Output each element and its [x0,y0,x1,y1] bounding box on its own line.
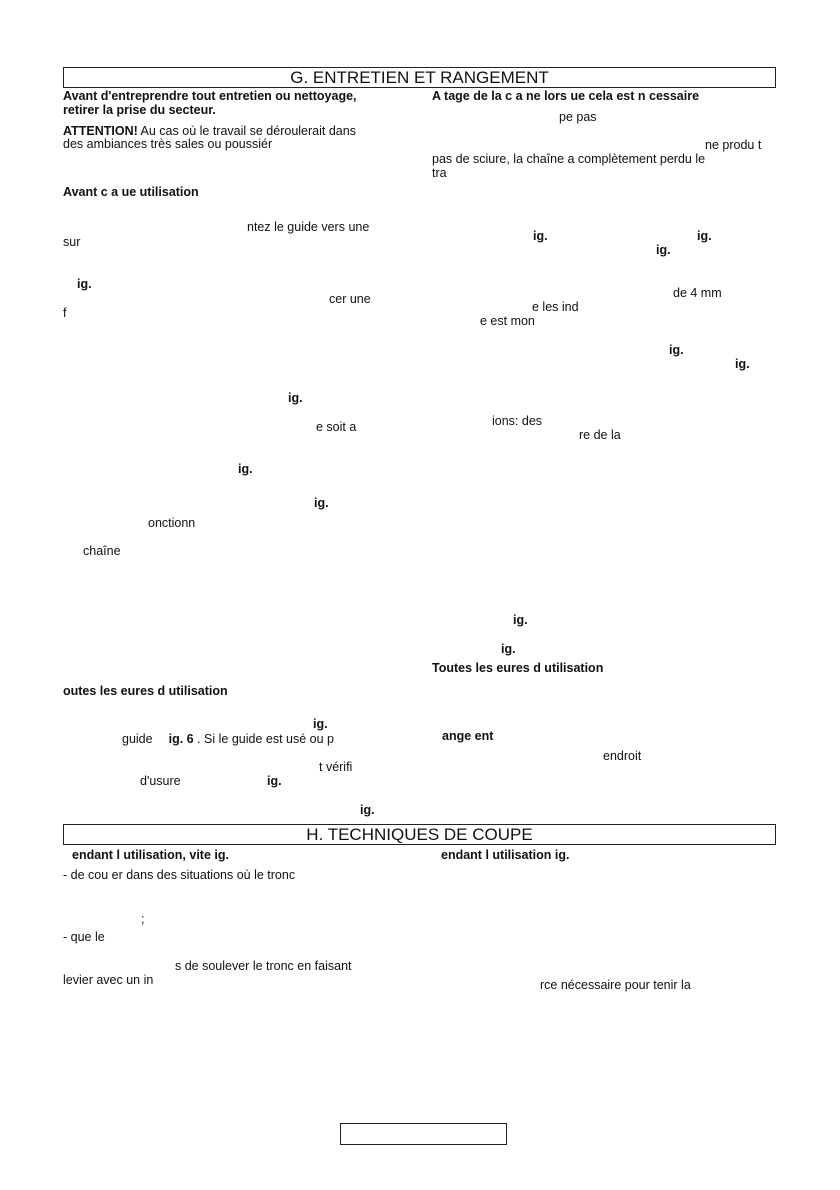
text-fragment: ; [141,912,145,926]
text-fragment: tra [432,166,447,180]
heading-pendant-utilisation: endant l utilisation, vite ig. [72,848,229,862]
text-fragment: ions: des [492,414,543,428]
section-g-title: G. ENTRETIEN ET RANGEMENT [63,67,776,88]
text-fragment: guide [122,732,153,746]
text-fragment: ntez le guide vers une [247,220,370,234]
text-fragment: cer une [329,292,371,306]
fig-ref: ig. [697,229,712,243]
text-fragment: rce nécessaire pour tenir la [540,978,691,992]
fig-ref: ig. [314,496,329,510]
guide-line: guide ig. 6 . Si le guide est usé ou p [122,732,334,746]
fig-ref: ig. [656,243,671,257]
heading-toutes-les-heures: outes les eures d utilisation [63,684,228,698]
fig-ref: ig. [267,774,282,788]
text-fragment: s de soulever le tronc en faisant [175,959,352,973]
text-fragment: - que le [63,930,105,944]
heading-avant-chaque-utilisation: Avant c a ue utilisation [63,185,199,199]
warning-line-2: retirer la prise du secteur. [63,103,216,117]
text-fragment: t vérifi [319,760,353,774]
fig-ref: ig. 6 [168,732,194,746]
page-number-box [340,1123,507,1145]
fig-ref: ig. [669,343,684,357]
text-fragment: - de cou er dans des situations où le tr… [63,868,296,882]
text-fragment: onctionn [148,516,196,530]
warning-line-1: Avant d'entreprendre tout entretien ou n… [63,89,357,103]
text-fragment: re de la [579,428,621,442]
text-fragment: pe pas [559,110,597,124]
text-fragment: levier avec un in [63,973,154,987]
text-fragment: ne produ t [705,138,762,152]
attention-label: ATTENTION! [63,124,138,138]
fig-ref: ig. [77,277,92,291]
section-h-title: H. TECHNIQUES DE COUPE [63,824,776,845]
attention-text-2: des ambiances très sales ou poussiér [63,137,273,151]
fig-ref: ig. [313,717,328,731]
attention-text: Au cas où le travail se déroulerait dans [137,124,356,138]
text-fragment: d'usure [140,774,181,788]
text-fragment: . Si le guide est usé ou p [193,732,334,746]
text-fragment: pas de sciure, la chaîne a complètement … [432,152,706,166]
fig-ref: ig. [533,229,548,243]
heading-rangement: ange ent [442,729,494,743]
heading-pendant-utilisation-right: endant l utilisation ig. [441,848,570,862]
text-fragment: chaîne [83,544,121,558]
attention-paragraph: ATTENTION! Au cas où le travail se dérou… [63,124,356,138]
fig-ref: ig. [513,613,528,627]
text-fragment: e les ind [532,300,579,314]
text-fragment: e est mon [480,314,535,328]
fig-ref: ig. [735,357,750,371]
fig-ref: ig. [238,462,253,476]
text-fragment: endroit [603,749,642,763]
text-fragment: e soit a [316,420,357,434]
heading-toutes-les-heures-right: Toutes les eures d utilisation [432,661,604,675]
text-fragment: de 4 mm [673,286,722,300]
fig-ref: ig. [288,391,303,405]
heading-affutage: A tage de la c a ne lors ue cela est n c… [432,89,700,103]
fig-ref: ig. [501,642,516,656]
text-fragment: f [63,306,67,320]
text-fragment: sur [63,235,81,249]
fig-ref: ig. [360,803,375,817]
